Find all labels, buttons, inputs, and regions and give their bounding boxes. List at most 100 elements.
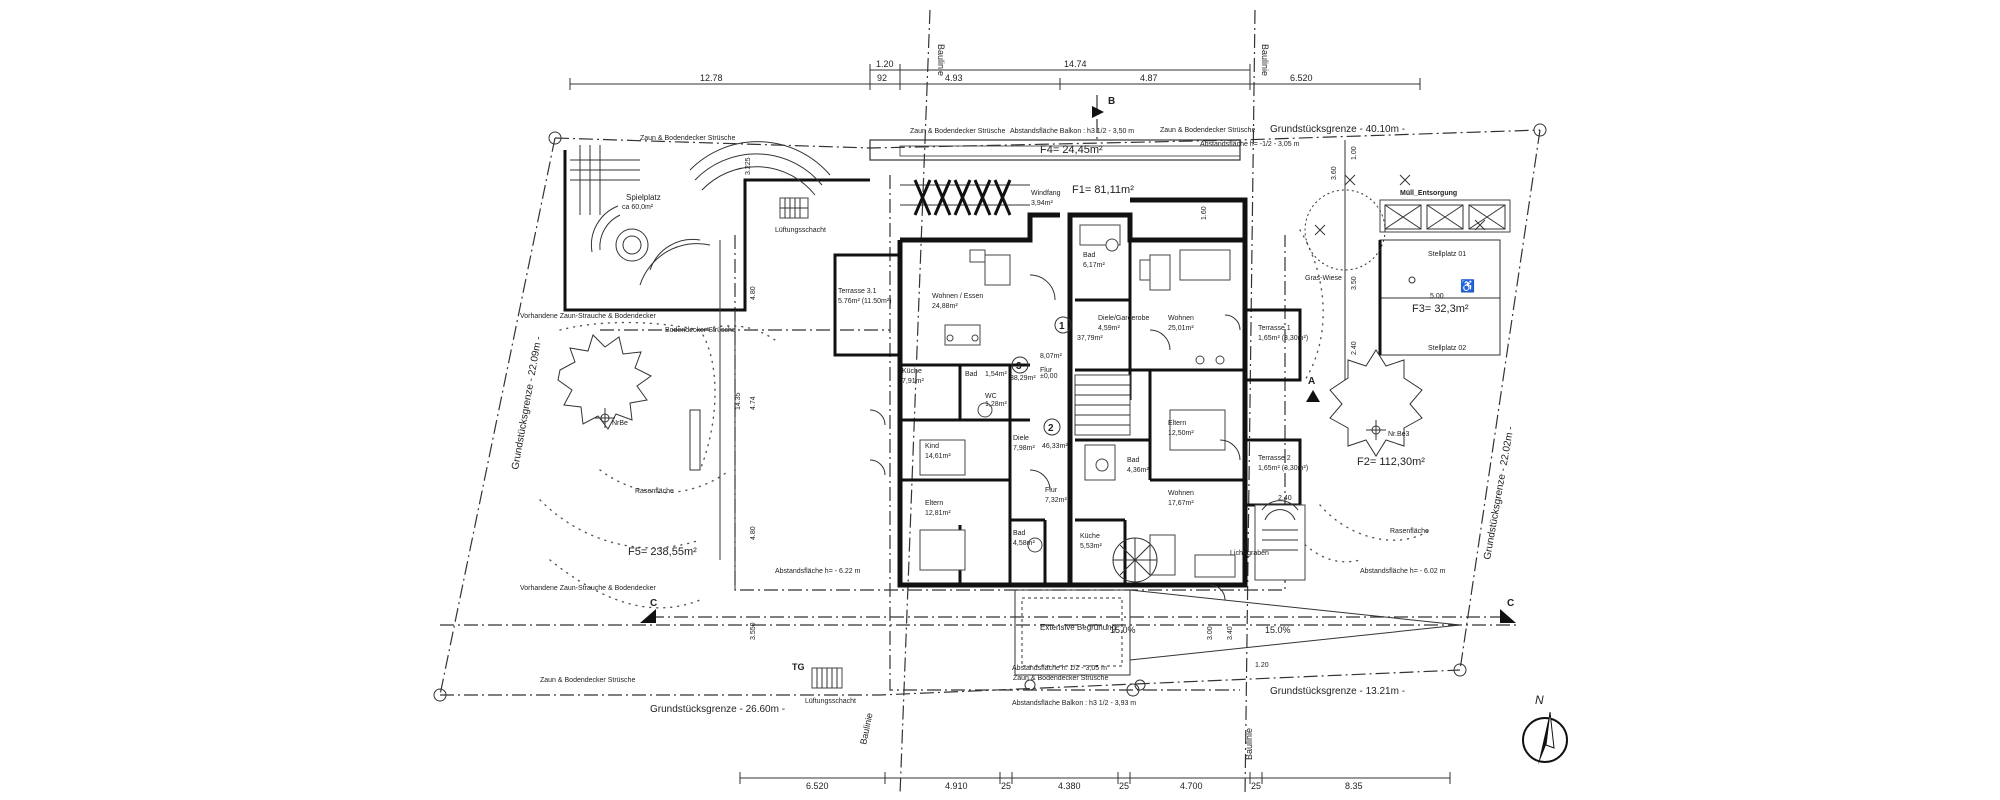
dim-bottom-5: 25 bbox=[1119, 781, 1129, 791]
unit-number-2: 2 bbox=[1048, 423, 1054, 434]
room-diele: Diele bbox=[1013, 435, 1029, 442]
abstand-top: Abstandsfläche Balkon : h3 1/2 - 3,50 m bbox=[1010, 128, 1134, 135]
room-wohnen-bottom: Wohnen bbox=[1168, 490, 1194, 497]
tree-label-right: Nr.Be3 bbox=[1388, 431, 1410, 438]
room-kueche-area: 7,91m² bbox=[902, 378, 924, 385]
boundary-bottom-right-label: Grundstücksgrenze - 13.21m - bbox=[1270, 686, 1405, 697]
room-wohnen-right-area: 25,01m² bbox=[1168, 325, 1194, 332]
room-wohnen-essen-area: 24,88m² bbox=[932, 303, 958, 310]
baulinie-label-bottom-right: Baulinie bbox=[1244, 728, 1254, 760]
room-terrasse2: Terrasse 2 bbox=[1258, 455, 1291, 462]
dim-ramp-120: 1.20 bbox=[1255, 662, 1269, 669]
playground-area: Spielplatz ca 60,0m² 3.225 bbox=[563, 141, 870, 312]
dim-bottom-2: 4.910 bbox=[945, 781, 968, 791]
dim-right-360: 3.60 bbox=[1331, 166, 1338, 180]
dim-right-240: 2.40 bbox=[1351, 341, 1358, 355]
lueftung-top-label: Lüftungsschacht bbox=[775, 227, 826, 234]
spielplatz-label: Spielplatz bbox=[626, 193, 661, 202]
dim-top-6: 4.87 bbox=[1140, 73, 1158, 83]
room-wohnen-right: Wohnen bbox=[1168, 315, 1194, 322]
stellplatz-2: Stellplatz 02 bbox=[1428, 345, 1466, 352]
boundary-left-label: Grundstücksgrenze - 22.09m - bbox=[510, 336, 544, 471]
area-f2: F2= 112,30m² bbox=[1357, 456, 1425, 468]
dim-right-160: 1.60 bbox=[1201, 206, 1208, 220]
room-flur-1: Flur bbox=[1040, 367, 1053, 374]
section-c-left: C bbox=[650, 598, 657, 609]
lueftung-bottom-label: Lüftungsschacht bbox=[805, 698, 856, 705]
room-kueche: Küche bbox=[902, 368, 922, 375]
dim-left-480a: 4.80 bbox=[750, 286, 757, 300]
room-eltern-right: Eltern bbox=[1168, 420, 1186, 427]
accessible-parking-icon: ♿ bbox=[1460, 279, 1475, 293]
room-terrasse1: Terrasse 1 bbox=[1258, 325, 1291, 332]
room-bad-right-area: 4,36m² bbox=[1127, 467, 1149, 474]
stellplatz-1: Stellplatz 01 bbox=[1428, 251, 1466, 258]
dim-bottom-1: 6.520 bbox=[806, 781, 829, 791]
unit-area-1: 37,79m² bbox=[1077, 335, 1103, 342]
section-markers: C C B A bbox=[640, 95, 1516, 623]
unit-area-3: 38,29m² bbox=[1010, 375, 1036, 382]
boundary-top-label: Grundstücksgrenze - 40.10m - bbox=[1270, 124, 1405, 135]
room-wc: WC bbox=[985, 393, 997, 400]
dim-right-100: 1.00 bbox=[1351, 146, 1358, 160]
area-f3: F3= 32,3m² bbox=[1412, 303, 1469, 315]
room-flur-1-area: 8,07m² bbox=[1040, 353, 1062, 360]
section-b: B bbox=[1108, 96, 1115, 107]
abstand-left: Abstandsfläche h= - 6.22 m bbox=[775, 568, 861, 575]
room-terrasse31: Terrasse 3.1 bbox=[838, 288, 877, 295]
right-garden: Müll_Entsorgung Stellplatz 01 Stellplatz… bbox=[1201, 140, 1511, 581]
ramp-right-gradient: 15.0% bbox=[1265, 625, 1291, 635]
dim-top-5: 4.93 bbox=[945, 73, 963, 83]
room-eltern-right-area: 12,50m² bbox=[1168, 430, 1194, 437]
dim-bottom-3: 25 bbox=[1001, 781, 1011, 791]
north-label: N bbox=[1535, 693, 1544, 707]
area-f4: F4= 24,45m² bbox=[1040, 144, 1103, 156]
dim-top-7: 6.520 bbox=[1290, 73, 1313, 83]
bottom-dimension-chain: 6.520 4.910 25 4.380 25 4.700 25 8.35 bbox=[739, 772, 1451, 791]
room-eltern-left: Eltern bbox=[925, 500, 943, 507]
level-marker: ±0,00 bbox=[1040, 373, 1058, 380]
dim-left-3225: 3.225 bbox=[745, 157, 752, 175]
dim-top-4: 92 bbox=[877, 73, 887, 83]
spielplatz-area: ca 60,0m² bbox=[622, 204, 654, 211]
room-wohnen-essen: Wohnen / Essen bbox=[932, 293, 983, 300]
room-kueche-right-area: 5,53m² bbox=[1080, 543, 1102, 550]
dim-bottom-6: 4.700 bbox=[1180, 781, 1203, 791]
room-diele-garderobe-area: 4,59m² bbox=[1098, 325, 1120, 332]
tree-label-left: NrBe bbox=[612, 420, 628, 427]
dim-bottom-7: 25 bbox=[1251, 781, 1261, 791]
zaun-top-right: Zaun & Bodendecker Strüsche bbox=[1160, 127, 1255, 134]
abstand-right: Abstandsfläche h= - 6.02 m bbox=[1360, 568, 1446, 575]
extensive-green-roof: Extensive Begrünung bbox=[1040, 623, 1116, 632]
baulinie-label-top-right: Baulinie bbox=[1260, 44, 1270, 76]
room-bad-small-area: 1,54m² bbox=[985, 371, 1007, 378]
room-wohnen-bottom-area: 17,67m² bbox=[1168, 500, 1194, 507]
room-bad-top: Bad bbox=[1083, 252, 1096, 259]
room-bad-left-area: 4,58m² bbox=[1013, 540, 1035, 547]
dim-top-2: 14.74 bbox=[1064, 59, 1087, 69]
area-f1: F1= 81,11m² bbox=[1072, 184, 1134, 196]
dim-parking-500: 5.00 bbox=[1430, 293, 1444, 300]
room-eltern-left-area: 12,81m² bbox=[925, 510, 951, 517]
room-kind: Kind bbox=[925, 443, 939, 450]
stair-core bbox=[1074, 374, 1158, 583]
top-dimension-chain: 1.20 14.74 12.78 92 4.93 4.87 6.520 bbox=[569, 59, 1421, 90]
room-terrasse1-area: 1,65m² (3,30m²) bbox=[1258, 335, 1308, 342]
baulinie-label-top-left: Baulinie bbox=[936, 44, 946, 76]
room-kueche-right: Küche bbox=[1080, 533, 1100, 540]
room-wc-area: 1,28m² bbox=[985, 401, 1007, 408]
room-flur-2: Flur bbox=[1045, 487, 1058, 494]
dim-top-1: 1.20 bbox=[876, 59, 894, 69]
dim-bottom-4: 4.380 bbox=[1058, 781, 1081, 791]
muell-label: Müll_Entsorgung bbox=[1400, 190, 1457, 197]
baulinie-label-bottom-left: Baulinie bbox=[858, 712, 874, 745]
tg-label: TG bbox=[792, 662, 805, 672]
area-f5: F5= 238,55m² bbox=[628, 546, 697, 558]
dim-lichtgraben-240: 2.40 bbox=[1278, 495, 1292, 502]
building: F4= 24,45m² F1= 81,11m² Zaun & Bodendeck… bbox=[833, 127, 1308, 601]
dim-left-1435: 14.35 bbox=[735, 392, 742, 410]
room-terrasse2-area: 1,65m² (3,30m²) bbox=[1258, 465, 1308, 472]
lichtgraben-label: Licht-graben bbox=[1230, 550, 1269, 557]
unit-number-3: 3 bbox=[1016, 361, 1022, 372]
